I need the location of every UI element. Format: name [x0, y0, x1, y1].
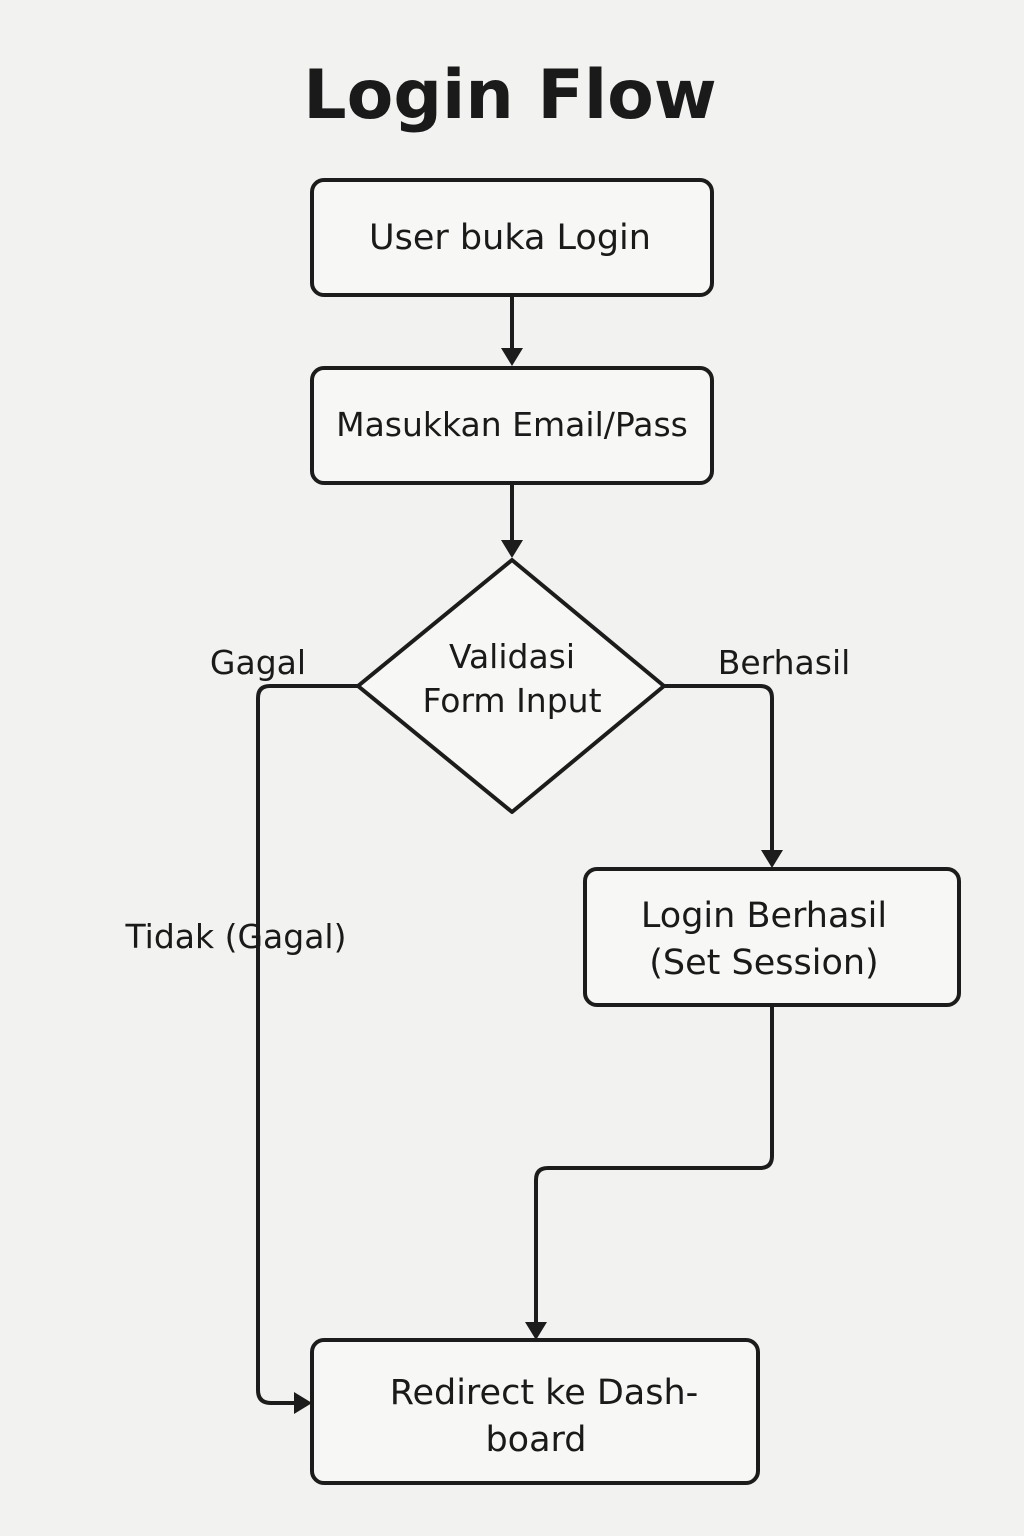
arrowhead-success	[761, 850, 783, 868]
arrowhead-redirect-top	[525, 1322, 547, 1340]
node-validate-form-label-line2: Form Input	[422, 681, 601, 720]
node-redirect-dashboard-label-line2: board	[485, 1420, 586, 1460]
node-enter-credentials-label: Masukkan Email/Pass	[336, 405, 688, 444]
edge-label-success-short: Berhasil	[718, 643, 851, 682]
arrowhead-redirect-left	[294, 1392, 312, 1414]
arrowhead-validate	[501, 540, 523, 558]
node-login-success: Login Berhasil (Set Session)	[583, 867, 961, 1007]
node-validate-form-label-line1: Validasi	[449, 637, 575, 676]
node-redirect-dashboard-label-line1: Redirect ke Dash-	[390, 1373, 699, 1413]
node-validate-form: Validasi Form Input	[356, 558, 666, 814]
node-login-success-label-line2: (Set Session)	[649, 943, 878, 983]
edge-success-to-redirect	[534, 1004, 774, 1326]
node-login-success-label-line1: Login Berhasil	[641, 896, 887, 936]
edge-validate-to-success	[662, 684, 774, 854]
node-redirect-dashboard: Redirect ke Dash- board	[310, 1338, 760, 1485]
diagram-title: Login Flow	[303, 56, 716, 135]
edge-label-fail-short: Gagal	[210, 643, 306, 682]
node-user-open-login-label: User buka Login	[369, 218, 651, 258]
node-user-open-login: User buka Login	[310, 178, 714, 297]
edge-label-fail-long: Tidak (Gagal)	[125, 917, 347, 956]
arrowhead-input	[501, 348, 523, 366]
edge-validate-to-redirect-fail	[256, 684, 360, 1405]
node-enter-credentials: Masukkan Email/Pass	[310, 366, 714, 485]
